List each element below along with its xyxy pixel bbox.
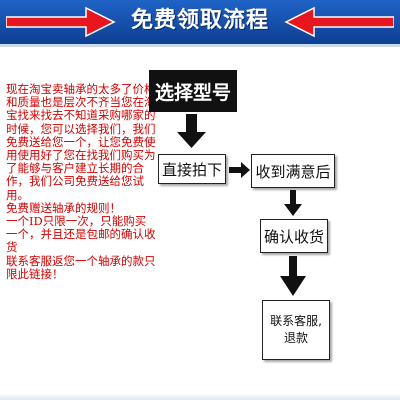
- footer-edge: [0, 393, 400, 400]
- arrow-right-icon: [229, 162, 250, 178]
- banner-title: 免费领取流程: [130, 8, 269, 33]
- rules-limit: 一个ID只限一次，只能购买一个，并且还是包邮的确认收货: [6, 214, 156, 255]
- step-place-order: 直接拍下: [158, 154, 226, 184]
- arrow-down-icon: [284, 190, 302, 216]
- header-banner: 免费领取流程: [0, 0, 400, 47]
- rules-refund: 联系客服返您一个轴承的款只限此链接！: [6, 253, 156, 281]
- step-refund-label: 退款: [283, 331, 308, 345]
- arrow-right-icon: [6, 6, 116, 38]
- rules-heading: 免费赠送轴承的规则！: [6, 200, 121, 215]
- promo-paragraph: 现在淘宝卖轴承的太多了价格和质量也是层次不齐当您在淘宝找来找去不知道采购哪家的时…: [6, 82, 156, 202]
- step-confirm-receipt: 确认收货: [260, 219, 328, 253]
- step-contact-refund: 联系客服, 退款: [262, 300, 330, 360]
- step-place-order-label: 直接拍下: [161, 160, 222, 179]
- arrow-down-icon: [177, 114, 206, 148]
- step-satisfied-label: 收到满意后: [255, 162, 331, 181]
- promo-description: 现在淘宝卖轴承的太多了价格和质量也是层次不齐当您在淘宝找来找去不知道采购哪家的时…: [6, 82, 156, 281]
- step-select-model-label: 选择型号: [154, 81, 231, 104]
- arrow-left-icon: [284, 6, 394, 38]
- step-satisfied: 收到满意后: [251, 154, 335, 188]
- arrow-down-icon: [280, 256, 306, 296]
- step-contact-label: 联系客服,: [270, 314, 322, 328]
- step-select-model: 选择型号: [149, 70, 237, 112]
- step-confirm-receipt-label: 确认收货: [263, 227, 324, 246]
